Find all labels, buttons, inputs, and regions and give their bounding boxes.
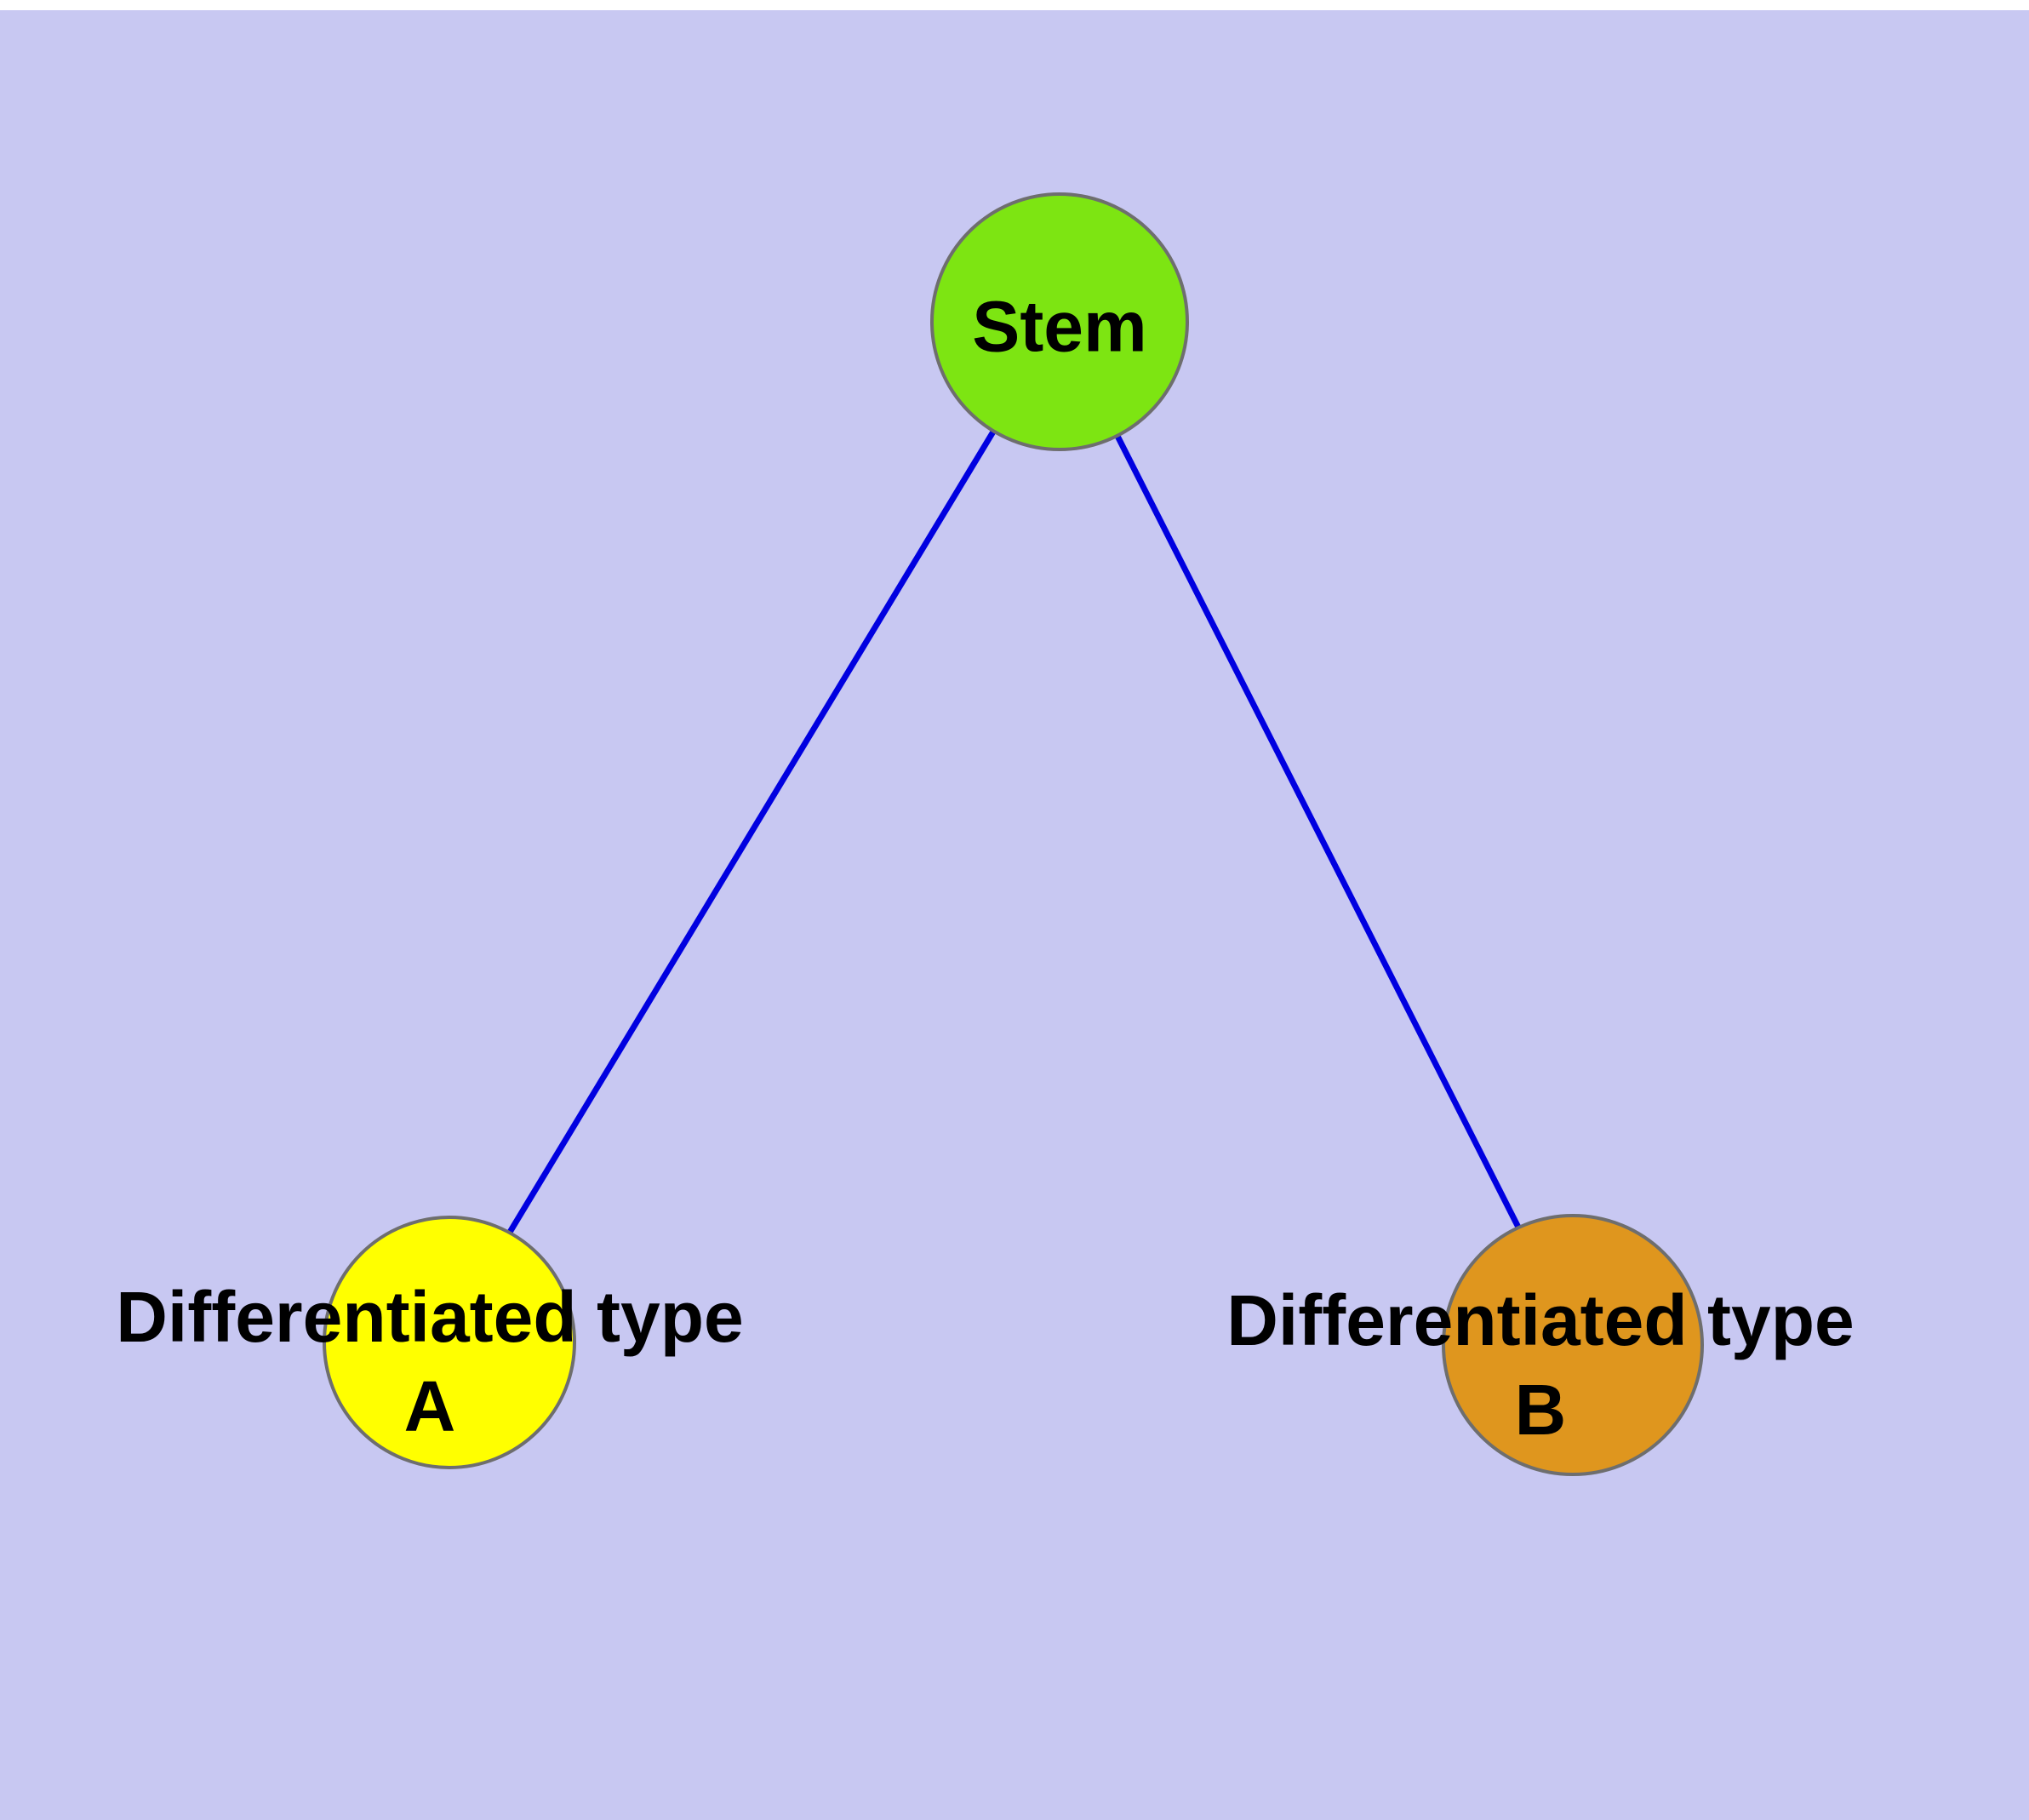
- diagram-canvas: Stem Differentiated type A Differentiate…: [0, 10, 2029, 1820]
- edge-stem-to-type-b: [1056, 320, 1576, 1336]
- edge-stem-to-type-a: [447, 320, 1062, 1334]
- diagram-svg: [323, 192, 1704, 1476]
- node-differentiated-type-b-label: Differentiated type B: [1226, 1280, 1855, 1450]
- node-differentiated-type-a-label: Differentiated type A: [116, 1277, 744, 1446]
- node-stem: [930, 192, 1189, 451]
- node-differentiated-type-a: [323, 1216, 576, 1469]
- node-stem-label: Stem: [972, 286, 1147, 367]
- node-differentiated-type-b: [1442, 1214, 1704, 1476]
